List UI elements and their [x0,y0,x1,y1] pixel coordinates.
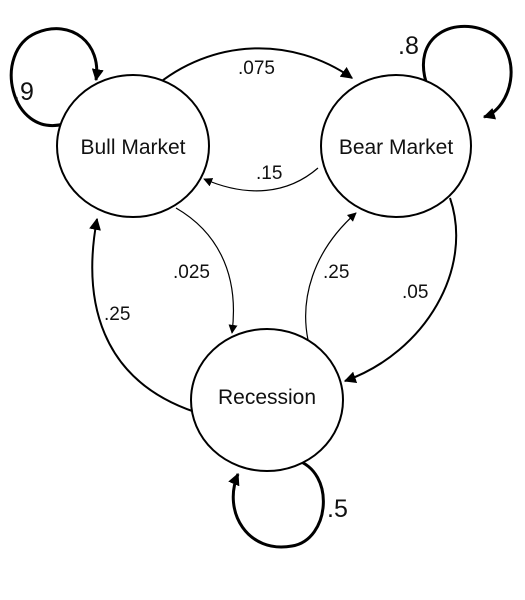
label-bear-self: .8 [398,32,419,60]
label-recession-to-bull: .25 [104,304,130,325]
edge-bull-to-bear [152,47,353,89]
label-bear-to-recession: .05 [402,282,428,303]
edge-bear-self [421,24,513,120]
label-recession-to-bear: .25 [323,262,349,283]
state-recession-label: Recession [218,386,316,409]
label-recession-self: .5 [327,495,348,523]
label-bull-self: .9 [13,78,34,106]
edge-bull-self [9,27,104,128]
edge-recession-self [228,458,325,549]
state-bear-market: Bear Market [320,74,472,218]
edge-recession-to-bear [305,212,357,341]
label-bull-to-bear: .075 [238,58,275,79]
edge-bear-to-bull [203,167,319,192]
state-bear-label: Bear Market [339,136,454,159]
state-bull-label: Bull Market [80,136,185,159]
state-bull-market: Bull Market [56,74,210,218]
edge-recession-to-bull [89,217,196,413]
label-bear-to-bull: .15 [256,163,282,184]
edge-bear-to-recession [343,197,458,383]
state-recession: Recession [190,328,344,472]
edge-bull-to-recession [175,207,238,334]
label-bull-to-recession: .025 [173,262,210,283]
